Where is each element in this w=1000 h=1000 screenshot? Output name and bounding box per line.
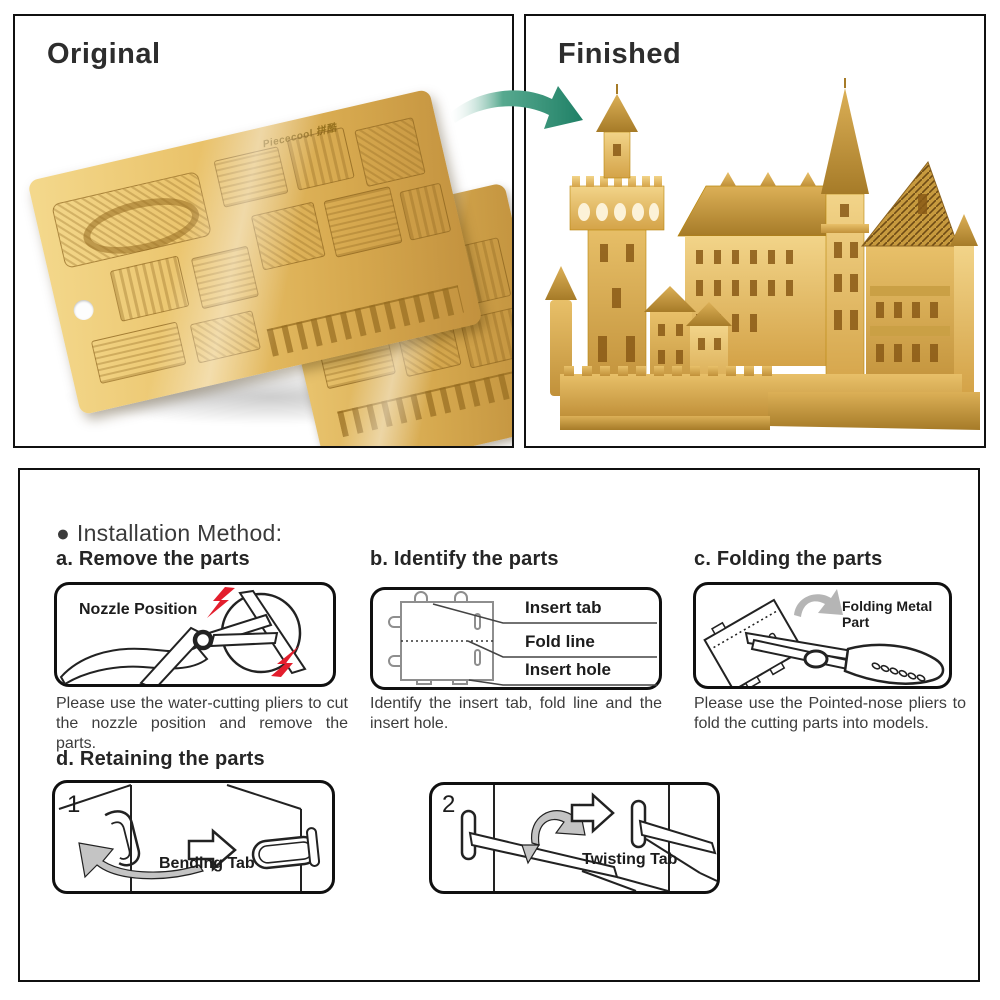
twisting-tab-label: Twisting Tab xyxy=(582,851,678,868)
finished-title: Finished xyxy=(558,38,682,70)
bending-tab-diagram xyxy=(58,784,321,891)
option-2-number: 2 xyxy=(442,791,456,818)
finished-panel: Finished xyxy=(524,14,986,448)
etched-part xyxy=(399,182,452,241)
twisting-tab-box: 2 Twisting Tab xyxy=(429,782,720,894)
etched-part xyxy=(109,255,190,322)
step-c-caption: Please use the Pointed-nose pliers to fo… xyxy=(694,695,966,732)
fold-line-label: Fold line xyxy=(525,632,595,651)
step-a-title: a. Remove the parts xyxy=(56,548,250,570)
twisting-tab-diagram xyxy=(460,785,718,892)
step-b-title: b. Identify the parts xyxy=(370,548,559,570)
step-a-caption: Please use the water-cutting pliers to c… xyxy=(56,695,348,752)
etched-part xyxy=(90,321,187,385)
original-title: Original xyxy=(47,38,161,70)
step-c-diagram-box: Folding Metal Part xyxy=(693,582,952,692)
castle-illustration xyxy=(545,78,980,430)
installation-method-panel: ● Installation Method: a. Remove the par… xyxy=(18,468,980,982)
etched-part xyxy=(250,201,326,271)
option-1-number: 1 xyxy=(67,791,81,818)
green-arrow-icon xyxy=(449,86,583,129)
folding-diagram xyxy=(703,589,945,692)
etched-part xyxy=(213,146,289,208)
insert-tab-label: Insert tab xyxy=(525,598,602,617)
installation-method-heading: ● Installation Method: xyxy=(56,520,283,546)
step-a-diagram-box: Nozzle Position xyxy=(54,582,336,691)
etched-part xyxy=(354,117,426,188)
original-panel: Original Piececool 拼酷 Piececool 拼酷 xyxy=(13,14,514,448)
step-c-title: c. Folding the parts xyxy=(694,548,883,570)
etched-part xyxy=(286,126,355,191)
part-identification-diagram xyxy=(388,591,657,686)
nozzle-cutting-diagram xyxy=(59,587,307,691)
folding-metal-part-label: Folding Metal Part xyxy=(842,598,933,630)
etched-part xyxy=(323,186,403,258)
step-d-title: d. Retaining the parts xyxy=(56,748,265,770)
etched-part xyxy=(189,310,262,364)
step-b-diagram-box: Insert tab Fold line Insert hole xyxy=(370,587,662,690)
bending-tab-box: 1 Bending Tab xyxy=(52,780,335,894)
nozzle-position-label: Nozzle Position xyxy=(79,601,198,618)
insert-hole-label: Insert hole xyxy=(525,660,611,679)
punched-hole xyxy=(71,298,96,323)
bending-tab-label: Bending Tab xyxy=(159,855,255,872)
etched-part xyxy=(190,245,260,310)
step-b-caption: Identify the insert tab, fold line and t… xyxy=(370,695,662,732)
